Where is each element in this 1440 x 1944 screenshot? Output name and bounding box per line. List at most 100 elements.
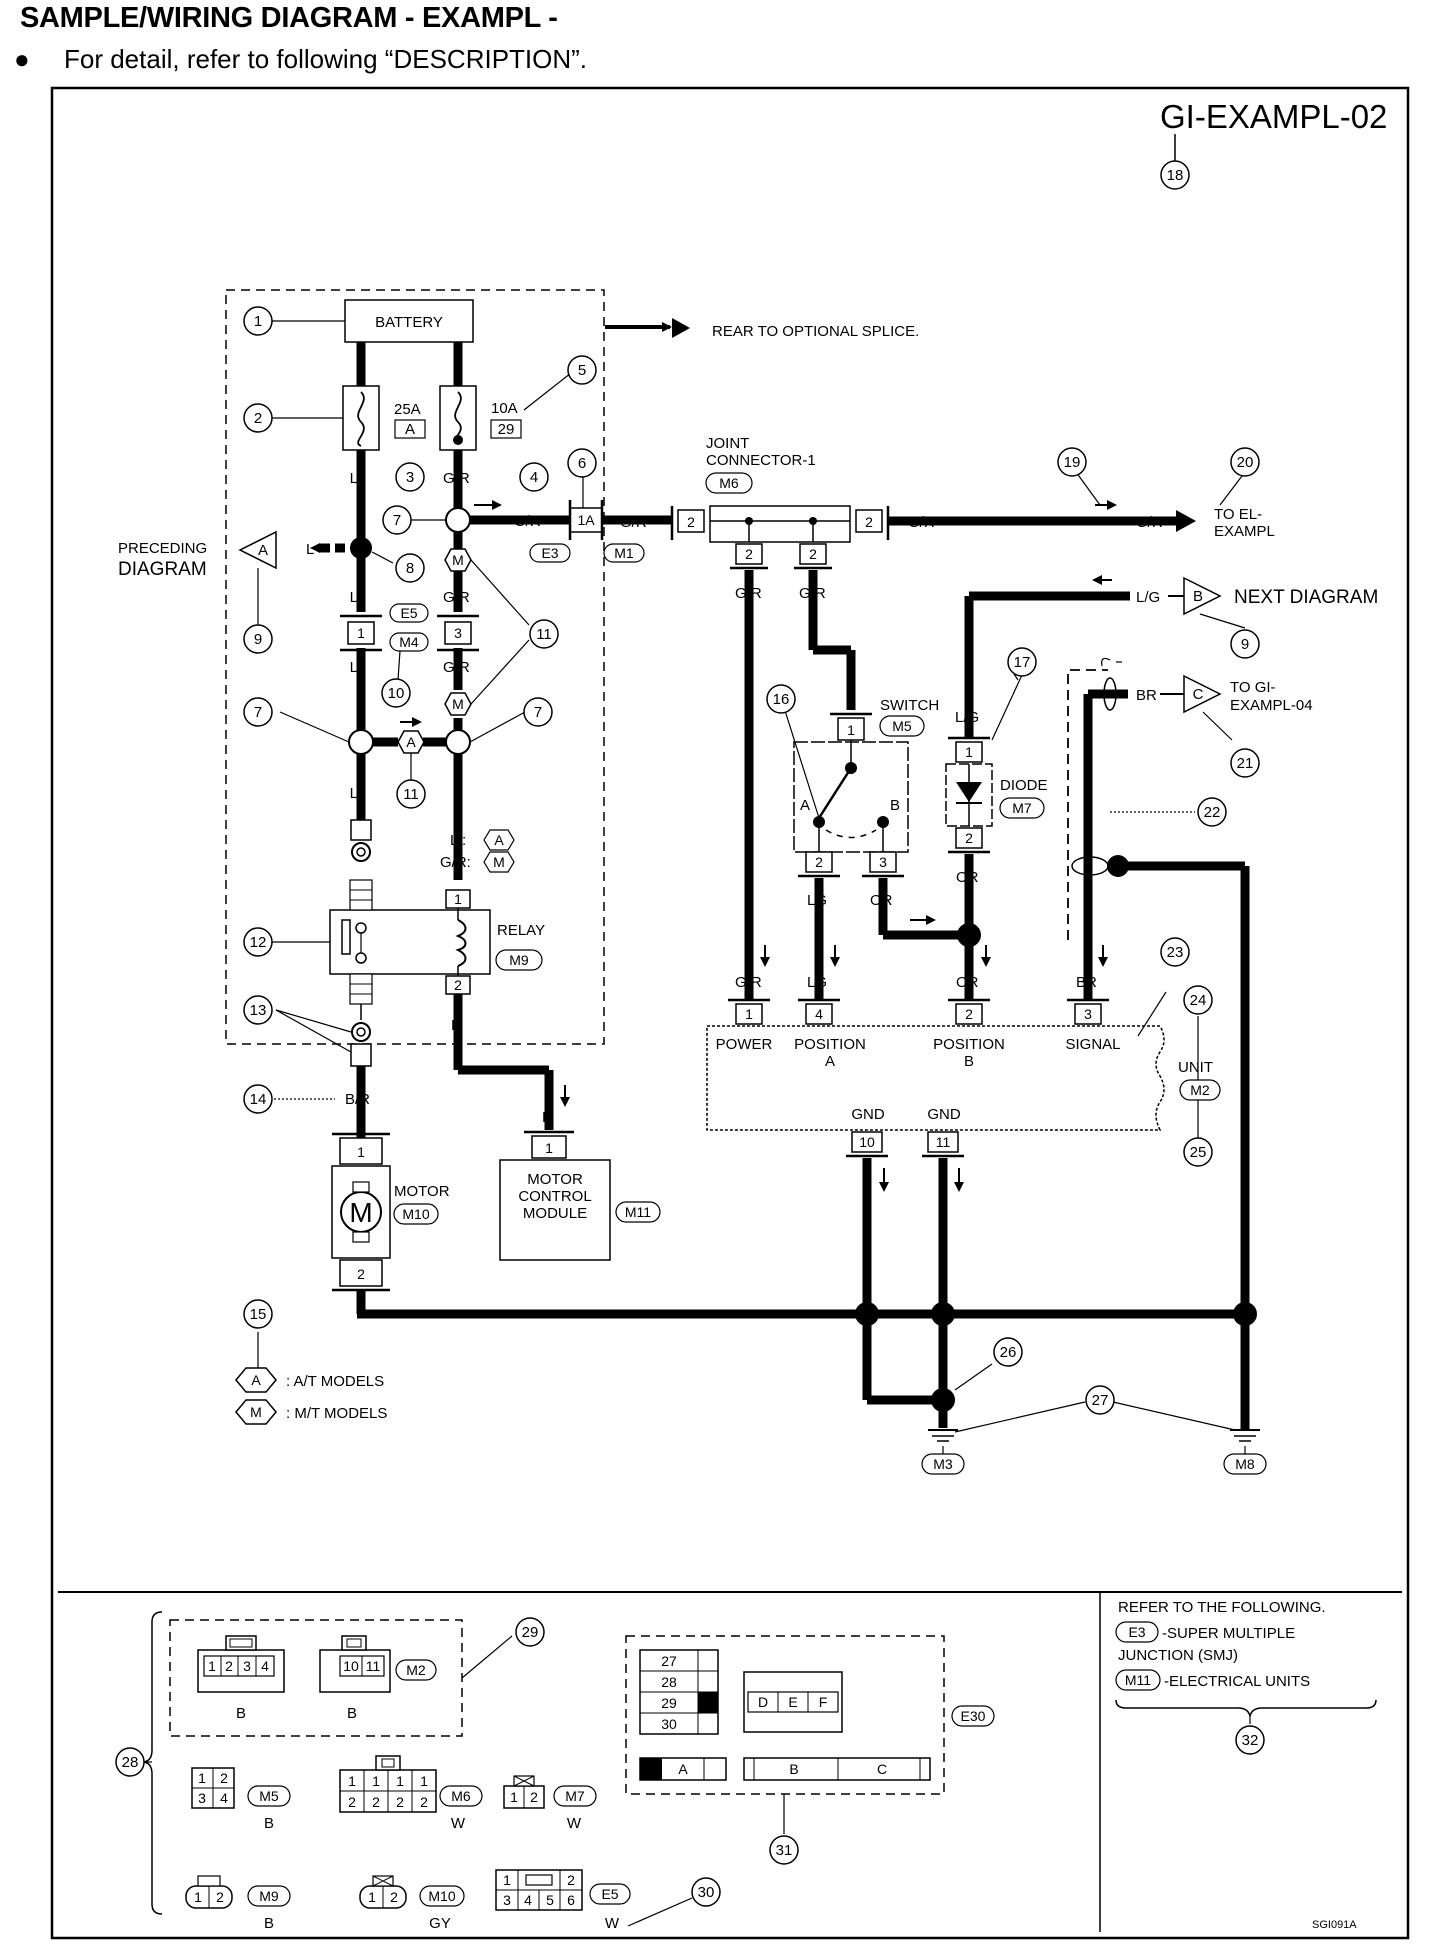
page-title: SAMPLE/WIRING DIAGRAM - EXAMPL - [20,2,558,34]
connector-face-m10: 1 2 M10 GY [359,1875,465,1932]
svg-text:LG: LG [807,974,827,991]
svg-text:7: 7 [534,704,542,721]
svg-text:20: 20 [1237,454,1254,471]
svg-text:E30: E30 [961,1708,986,1724]
svg-text:7: 7 [254,704,262,721]
svg-text:2: 2 [396,1794,404,1810]
svg-text:W: W [567,1815,582,1832]
svg-text:R: R [451,1017,462,1034]
svg-text:M6: M6 [719,475,739,491]
svg-text:5: 5 [546,1892,554,1908]
svg-text:M: M [349,1197,372,1228]
svg-text:G/R:: G/R: [440,854,471,871]
svg-text:B: B [964,1053,974,1070]
svg-text:G/R: G/R [443,470,470,487]
svg-text:M: M [250,1404,262,1420]
svg-text:1: 1 [357,1144,365,1160]
svg-text:3: 3 [406,469,414,486]
svg-text:18: 18 [1167,167,1184,184]
svg-text:2: 2 [357,1266,365,1282]
svg-text:1: 1 [545,1140,553,1156]
diagram-id: GI-EXAMPL-02 [1160,98,1387,135]
rear-splice-label: REAR TO OPTIONAL SPLICE. [712,323,919,340]
svg-text:MODULE: MODULE [523,1205,587,1222]
callout-18: 18 [1160,160,1190,190]
svg-text:30: 30 [698,1884,715,1901]
motor-label: MOTOR [394,1183,450,1200]
svg-text:SWITCH: SWITCH [880,697,939,714]
svg-text:8: 8 [406,560,414,577]
callout-29: 29 [515,1617,545,1647]
svg-text:2: 2 [372,1794,380,1810]
connector-e5-pin1 [347,621,375,645]
callout-25: 25 [1183,1137,1213,1167]
svg-text:: M/T MODELS: : M/T MODELS [286,1405,387,1422]
svg-text:2: 2 [815,854,823,870]
svg-text:G/R: G/R [735,585,762,602]
svg-text:M2: M2 [1190,1082,1210,1098]
battery-label: BATTERY [375,314,443,331]
callout-31: 31 [769,1835,799,1865]
svg-text:1: 1 [965,744,973,760]
svg-text:2: 2 [454,977,462,993]
svg-text:G/R: G/R [443,659,470,676]
svg-text:1: 1 [847,722,855,738]
svg-text:1: 1 [503,1872,511,1888]
svg-text:M5: M5 [892,718,912,734]
svg-text:B: B [938,1357,948,1374]
svg-text:JOINT: JOINT [706,435,749,452]
svg-text:L: L [350,659,358,676]
svg-text:M11: M11 [625,1204,651,1220]
callout-32: 32 [1235,1725,1265,1755]
callout-11a: 11 [529,619,559,649]
svg-text:A: A [494,832,504,848]
unit [706,1025,1165,1131]
svg-text:10: 10 [343,1658,359,1674]
splice-gr [445,507,471,533]
svg-text:1: 1 [396,1773,404,1789]
svg-text:1: 1 [357,625,365,641]
svg-text:TO GI-: TO GI- [1230,679,1276,696]
svg-text:E3: E3 [541,545,558,561]
svg-text:EXAMPL: EXAMPL [1214,523,1275,540]
callout-7a: 7 [382,505,412,535]
callout-7c: 7 [523,697,553,727]
battery [344,299,474,343]
svg-text:M3: M3 [933,1456,953,1472]
svg-text:D: D [758,1694,768,1710]
svg-text:E3: E3 [1128,1624,1145,1640]
svg-text:2: 2 [965,1006,973,1022]
svg-text:NEXT DIAGRAM: NEXT DIAGRAM [1234,587,1378,608]
callout-26: 26 [993,1337,1023,1367]
svg-text:2: 2 [220,1770,228,1786]
svg-text:G/R: G/R [1136,514,1163,531]
svg-text:4: 4 [261,1658,269,1674]
svg-text:M5: M5 [259,1788,279,1804]
svg-text:G/R: G/R [799,585,826,602]
svg-text:G/R: G/R [443,589,470,606]
svg-text:27: 27 [1092,1392,1109,1409]
svg-text:2: 2 [530,1789,538,1805]
svg-text:2: 2 [348,1794,356,1810]
svg-text:B: B [862,1357,872,1374]
callout-15: 15 [243,1299,273,1329]
svg-text:6: 6 [567,1892,575,1908]
callout-24: 24 [1183,985,1213,1015]
svg-text:L/G: L/G [1136,589,1160,606]
connector-face-m9: 1 2 M9 B [185,1875,291,1932]
svg-text:L: L [350,589,358,606]
svg-text:2: 2 [420,1794,428,1810]
connector-face-e5: 1 2 3 4 5 6 E5 W [495,1869,631,1932]
svg-text:REFER TO THE FOLLOWING.: REFER TO THE FOLLOWING. [1118,1599,1326,1616]
svg-text:25: 25 [1190,1144,1207,1161]
bullet: ● [14,44,30,74]
svg-text:2: 2 [390,1889,398,1905]
svg-text:14: 14 [250,1091,267,1108]
svg-text:BR: BR [1136,687,1157,704]
diagram-frame [50,86,1410,1940]
callout-8: 8 [395,553,425,583]
svg-text:PRECEDING: PRECEDING [118,540,207,557]
svg-text:10: 10 [859,1134,875,1150]
svg-text:BR: BR [1076,974,1097,991]
callout-20: 20 [1230,447,1260,477]
